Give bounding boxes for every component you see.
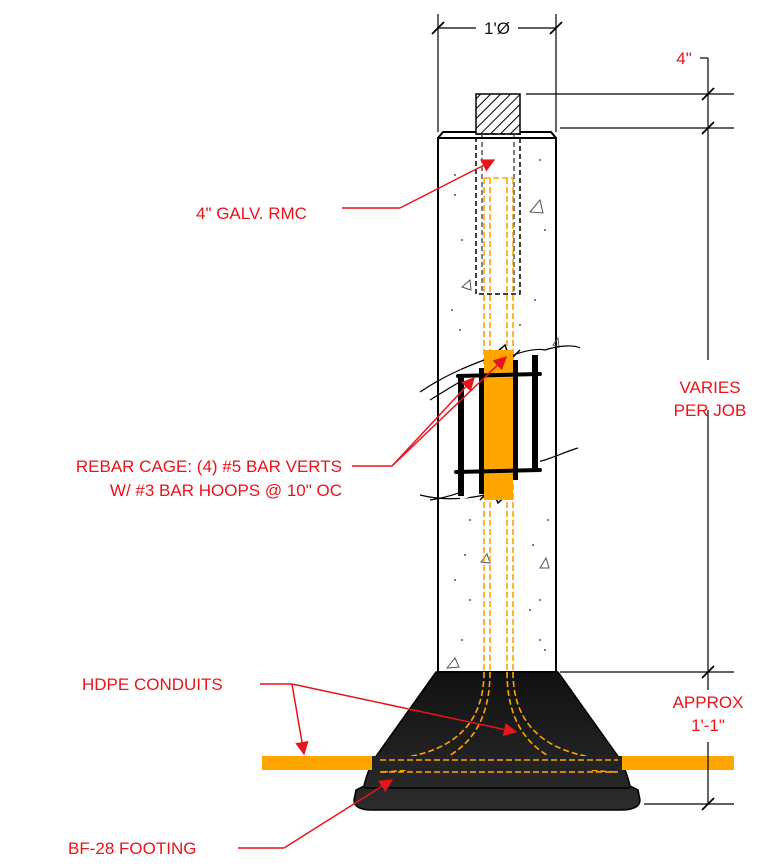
dimension-projection bbox=[526, 57, 734, 135]
rebar-label-line1: REBAR CAGE: (4) #5 BAR VERTS bbox=[76, 457, 342, 476]
height-label-line1: VARIES bbox=[679, 378, 740, 397]
callout-conduits: HDPE CONDUITS bbox=[82, 675, 518, 756]
conduits-label: HDPE CONDUITS bbox=[82, 675, 223, 694]
callout-footing: BF-28 FOOTING bbox=[68, 779, 394, 858]
dimension-diameter bbox=[431, 14, 563, 132]
rebar-label-line2: W/ #3 BAR HOOPS @ 10" OC bbox=[110, 481, 342, 500]
footing-depth-label-line2: 1'-1" bbox=[691, 716, 725, 735]
callout-rmc: 4" GALV. RMC bbox=[196, 159, 496, 223]
dimension-footing-depth bbox=[644, 672, 734, 811]
concrete-aggregate bbox=[451, 159, 549, 651]
height-label-line2: PER JOB bbox=[674, 401, 747, 420]
callout-rebar: REBAR CAGE: (4) #5 BAR VERTS W/ #3 BAR H… bbox=[76, 356, 507, 500]
concrete-aggregate-triangles bbox=[445, 198, 560, 669]
footing-label: BF-28 FOOTING bbox=[68, 839, 196, 858]
diameter-label: 1'Ø bbox=[484, 19, 510, 38]
dimension-height bbox=[560, 128, 734, 679]
footing-depth-label-line1: APPROX bbox=[673, 693, 744, 712]
rmc-label: 4" GALV. RMC bbox=[196, 204, 307, 223]
footing bbox=[353, 671, 641, 811]
rebar-cage bbox=[419, 343, 581, 505]
projection-label: 4" bbox=[676, 49, 692, 68]
rmc-conduit bbox=[475, 93, 521, 295]
